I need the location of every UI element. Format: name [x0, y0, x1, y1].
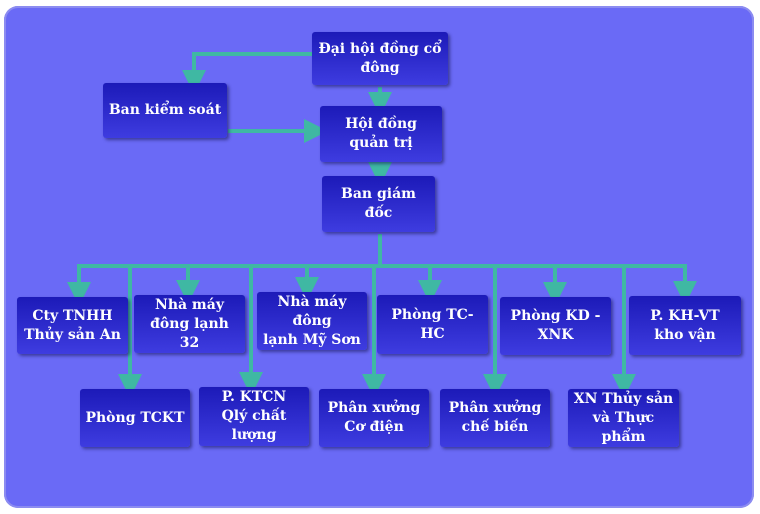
label-nm-my-son-line2: lạnh Mỹ Sơn [263, 331, 361, 348]
label-dai-hoi-dong-co-dong: Đại hội đồng cổ đông [318, 40, 442, 76]
label-nm-my-son-line1: Nhà máy đông [277, 293, 347, 329]
label-xn-thuy-san-line2: và Thực phẩm [592, 409, 655, 445]
label-px-co-dien-line1: Phân xưởng [327, 400, 421, 416]
label-phong-kd-xnk: Phòng KD - XNK [510, 308, 601, 343]
label-px-che-bien-line2: chế biến [461, 419, 529, 435]
label-ban-giam-doc: Ban giám đốc [341, 186, 416, 221]
box-phong-tc-hc: Phòng TC-HC [377, 295, 488, 354]
label-phong-tc-hc: Phòng TC-HC [391, 306, 474, 342]
box-ban-kiem-soat: Ban kiểm soát [103, 83, 227, 138]
box-ban-giam-doc: Ban giám đốc [322, 176, 435, 232]
label-cty-tnhh-line2: Thủy sản An [24, 326, 121, 343]
label-p-kh-vt-line2: kho vận [654, 326, 716, 343]
box-nha-may-dong-lanh-my-son: Nhà máy đông lạnh Mỹ Sơn [257, 292, 367, 350]
connector-dhdcd-bks [182, 52, 312, 94]
box-p-kh-vt-kho-van: P. KH-VT kho vận [629, 296, 741, 355]
label-nm-32-line1: Nhà máy [155, 296, 224, 313]
box-hoi-dong-quan-tri: Hội đồng quản trị [320, 106, 442, 162]
box-cty-tnhh-thuy-san-an: Cty TNHH Thủy sản An [17, 297, 128, 354]
label-hoi-dong-quan-tri: Hội đồng quản trị [345, 116, 417, 151]
box-nha-may-dong-lanh-32: Nhà máy đông lạnh 32 [134, 295, 245, 353]
label-px-co-dien-line2: Cơ điện [344, 419, 404, 435]
box-xn-thuy-san-va-thuc-pham: XN Thủy sản và Thực phẩm [568, 389, 679, 447]
box-phan-xuong-co-dien: Phân xưởng Cơ điện [319, 389, 429, 447]
box-phong-kd-xnk: Phòng KD - XNK [500, 297, 611, 355]
label-ban-kiem-soat: Ban kiểm soát [108, 102, 222, 118]
label-xn-thuy-san-line1: XN Thủy sản [573, 390, 674, 407]
label-p-ktcn-line2: Qlý chất lượng [221, 408, 287, 443]
label-px-che-bien-line1: Phân xưởng [448, 400, 542, 416]
label-cty-tnhh-line1: Cty TNHH [32, 307, 113, 324]
label-p-ktcn-line1: P. KTCN [221, 389, 287, 405]
box-dai-hoi-dong-co-dong: Đại hội đồng cổ đông [312, 32, 448, 85]
label-p-kh-vt-line1: P. KH-VT [650, 307, 720, 324]
box-p-ktcn-qly-chat-luong: P. KTCN Qlý chất lượng [199, 387, 309, 446]
label-phong-tckt: Phòng TCKT [85, 409, 185, 426]
box-phong-tckt: Phòng TCKT [80, 389, 190, 447]
box-phan-xuong-che-bien: Phân xưởng chế biến [440, 389, 550, 447]
label-nm-32-line2: đông lạnh 32 [150, 315, 229, 351]
